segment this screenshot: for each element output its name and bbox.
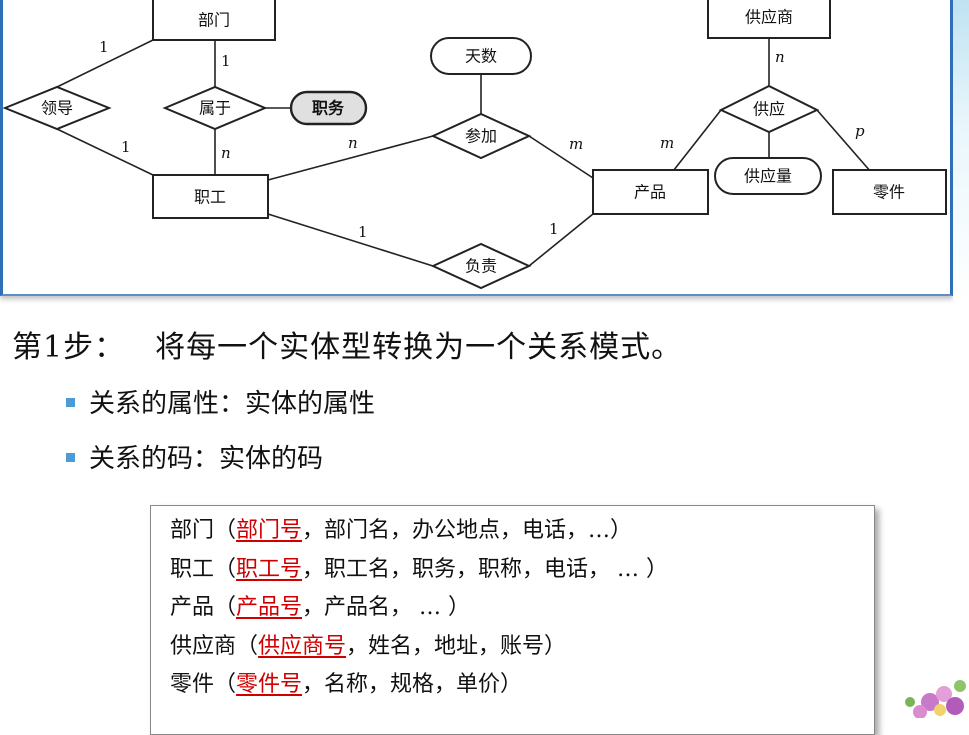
attribute-position-label: 职务	[312, 99, 345, 118]
relationship-supply: 供应	[718, 84, 820, 134]
relationship-belong-label: 属于	[199, 99, 231, 118]
attribute-days: 天数	[430, 37, 532, 75]
entity-department-label: 部门	[198, 11, 230, 30]
relation-schemas-box: 部门（部门号，部门名，办公地点，电话，…） 职工（职工号，职工名，职务，职称，电…	[150, 505, 875, 735]
relation-attributes: ，名称，规格，单价）	[302, 672, 523, 697]
relationship-responsible: 负责	[430, 242, 532, 290]
relation-open-paren: （	[236, 633, 259, 659]
entity-product: 产品	[592, 169, 709, 215]
er-diagram-panel: 部门 职工 产品 供应商 零件 领导 属于 参加	[0, 0, 953, 296]
attribute-days-label: 天数	[465, 47, 497, 66]
relation-row-employee: 职工（职工号，职工名，职务，职称，电话， … ）	[170, 551, 874, 590]
relation-open-paren: （	[214, 518, 237, 543]
relation-open-paren: （	[214, 556, 237, 582]
cardinality-participate-product: m	[569, 135, 583, 153]
cardinality-lead-employee: 1	[121, 138, 131, 156]
bullet-item-attributes: 关系的属性：实体的属性	[66, 383, 375, 420]
bullet-text: 关系的码：实体的码	[89, 444, 324, 474]
cardinality-supply-part: p	[855, 122, 865, 140]
relation-open-paren: （	[214, 672, 237, 697]
cardinality-supply-product: m	[660, 134, 674, 152]
entity-supplier-label: 供应商	[745, 8, 793, 27]
step-text: 将每一个实体型转换为一个关系模式。	[155, 330, 683, 365]
cardinality-participate-employee: n	[348, 134, 358, 152]
relationship-supply-label: 供应	[753, 100, 785, 119]
entity-employee: 职工	[152, 174, 269, 219]
cardinality-supply-supplier: n	[775, 48, 785, 66]
entity-employee-label: 职工	[194, 188, 226, 207]
relationship-lead-label: 领导	[41, 99, 73, 118]
entity-department: 部门	[152, 0, 276, 41]
relation-open-paren: （	[214, 595, 237, 620]
relation-name: 零件	[170, 672, 215, 697]
relation-attributes: ，姓名，地址，账号）	[346, 633, 567, 659]
relation-key: 供应商号	[258, 633, 347, 659]
relation-name: 供应商	[170, 633, 237, 659]
relation-attributes: ，职工名，职务，职称，电话， … ）	[302, 556, 669, 582]
entity-product-label: 产品	[634, 183, 666, 202]
relation-key: 部门号	[236, 518, 303, 543]
entity-part: 零件	[832, 169, 947, 215]
relation-key: 零件号	[236, 672, 303, 697]
relation-row-part: 零件（零件号，名称，规格，单价）	[170, 666, 874, 705]
flower-decoration-icon	[905, 680, 966, 718]
cardinality-responsible-employee: 1	[358, 223, 368, 241]
connector-lines	[56, 38, 872, 267]
relationship-participate-label: 参加	[465, 127, 497, 146]
cardinality-belong-employee: n	[221, 144, 231, 162]
relationship-belong: 属于	[162, 85, 268, 131]
relationship-lead: 领导	[3, 85, 112, 131]
relation-attributes: ，部门名，办公地点，电话，…）	[302, 518, 633, 543]
entity-part-label: 零件	[873, 183, 905, 202]
cardinality-lead-department: 1	[99, 38, 109, 56]
cardinality-belong-department: 1	[221, 52, 231, 70]
cardinality-responsible-product: 1	[549, 220, 559, 238]
relation-name: 部门	[170, 518, 215, 543]
relation-row-supplier: 供应商（供应商号，姓名，地址，账号）	[170, 628, 874, 667]
relation-row-product: 产品（产品号，产品名， … ）	[170, 589, 874, 628]
bullet-square-icon	[66, 397, 75, 407]
bullet-item-key: 关系的码：实体的码	[66, 438, 323, 475]
bullet-square-icon	[66, 452, 75, 462]
relation-key: 职工号	[236, 556, 303, 582]
step-label: 第1步：	[12, 330, 126, 365]
step-title: 第1步： 将每一个实体型转换为一个关系模式。	[12, 322, 682, 366]
attribute-supply-quantity-label: 供应量	[744, 167, 792, 186]
attribute-supply-quantity: 供应量	[714, 157, 822, 195]
cardinality-labels: 1 1 1 n n m 1 1 n m p	[99, 38, 865, 241]
entity-supplier: 供应商	[707, 0, 831, 39]
relation-name: 职工	[170, 556, 215, 582]
relationship-participate: 参加	[430, 112, 532, 160]
relation-key: 产品号	[236, 595, 303, 620]
relation-row-department: 部门（部门号，部门名，办公地点，电话，…）	[170, 512, 874, 551]
er-diagram: 部门 职工 产品 供应商 零件 领导 属于 参加	[3, 0, 947, 290]
relationship-responsible-label: 负责	[465, 257, 497, 276]
attribute-position: 职务	[289, 90, 368, 126]
relation-attributes: ，产品名， … ）	[302, 595, 471, 620]
bullet-text: 关系的属性：实体的属性	[89, 389, 376, 419]
slide-edge-decoration	[953, 0, 969, 300]
relation-name: 产品	[170, 595, 215, 620]
